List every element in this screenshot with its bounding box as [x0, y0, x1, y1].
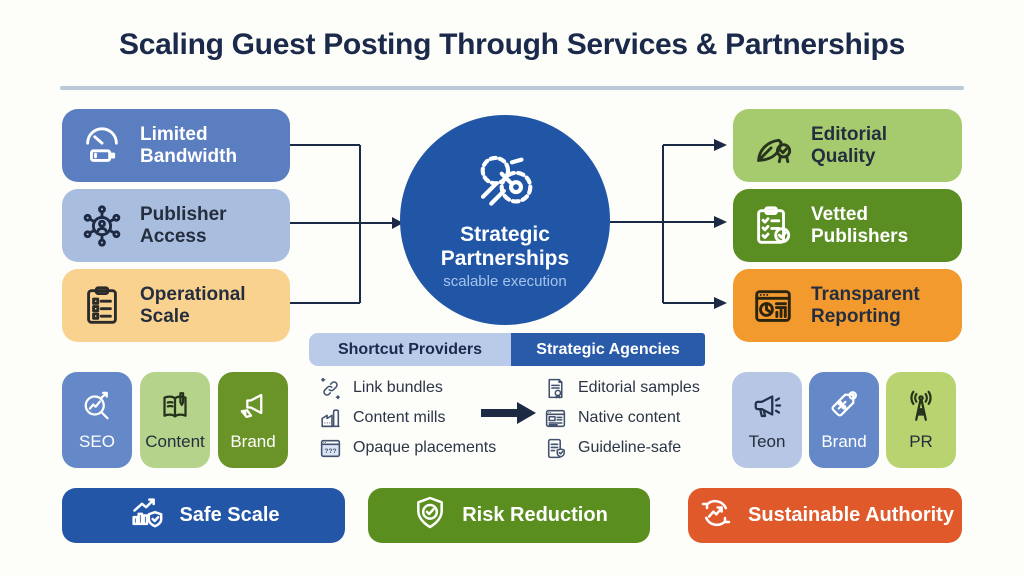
document-seal-icon	[543, 376, 568, 401]
tab-label: Strategic Agencies	[536, 340, 680, 358]
tag-label: PR	[909, 431, 933, 451]
list-item-opaque-placements: ??? Opaque placements	[318, 434, 496, 462]
window-article-icon	[543, 406, 568, 431]
tab-shortcut-providers: Shortcut Providers	[309, 333, 511, 366]
box-transparent-reporting: Transparent Reporting	[733, 269, 962, 342]
title-divider	[60, 86, 964, 90]
growth-shield-icon	[127, 493, 167, 539]
list-item-label: Guideline-safe	[578, 439, 682, 456]
box-label: Operational Scale	[140, 284, 246, 327]
report-dashboard-icon	[747, 283, 799, 329]
list-item-label: Opaque placements	[353, 439, 497, 456]
megaphone-icon	[749, 389, 785, 425]
box-operational-scale: Operational Scale	[62, 269, 290, 342]
list-item-content-mills: Content mills	[318, 404, 445, 432]
tab-strategic-agencies: Strategic Agencies	[511, 333, 705, 366]
tag-brand-left: Brand	[218, 372, 288, 468]
list-item-label: Link bundles	[353, 379, 443, 396]
banner-risk-reduction: Risk Reduction	[368, 488, 650, 543]
radio-tower-icon	[903, 389, 939, 425]
clipboard-checklist-icon	[76, 283, 128, 329]
tag-label: Teon	[748, 431, 786, 451]
list-item-label: Editorial samples	[578, 379, 700, 396]
box-label: Limited Bandwidth	[140, 124, 238, 167]
tag-teon: Teon	[732, 372, 802, 468]
list-item-native-content: Native content	[543, 404, 680, 432]
window-question-icon: ???	[318, 436, 343, 461]
banner-safe-scale: Safe Scale	[62, 488, 345, 543]
cycle-growth-icon	[696, 493, 736, 539]
hub-strategic-partnerships: Strategic Partnerships scalable executio…	[400, 115, 610, 325]
book-pencil-icon	[157, 389, 193, 425]
tag-seo: SEO	[62, 372, 132, 468]
shield-check-icon	[410, 493, 450, 539]
seo-magnifier-icon	[79, 389, 115, 425]
list-item-link-bundles: Link bundles	[318, 374, 443, 402]
tag-label: Brand	[821, 431, 867, 451]
gauge-battery-icon	[76, 123, 128, 169]
pen-award-icon	[747, 123, 799, 169]
box-label: Publisher Access	[140, 204, 227, 247]
box-label: Editorial Quality	[811, 124, 888, 167]
tag-pr: PR	[886, 372, 956, 468]
box-editorial-quality: Editorial Quality	[733, 109, 962, 182]
hub-subtitle: scalable execution	[443, 273, 567, 291]
tag-brand-right: Brand	[809, 372, 879, 468]
box-label: Transparent Reporting	[811, 284, 920, 327]
megaphone-tag-icon	[235, 389, 271, 425]
banner-sustainable-authority: Sustainable Authority	[688, 488, 962, 543]
price-tag-icon	[826, 389, 862, 425]
box-limited-bandwidth: Limited Bandwidth	[62, 109, 290, 182]
clipboard-check-icon	[747, 203, 799, 249]
factory-icon	[318, 406, 343, 431]
page-title: Scaling Guest Posting Through Services &…	[119, 28, 905, 61]
document-shield-icon	[543, 436, 568, 461]
list-item-label: Content mills	[353, 409, 446, 426]
banner-label: Risk Reduction	[462, 504, 608, 526]
handshake-gears-icon	[472, 150, 538, 221]
list-item-label: Native content	[578, 409, 681, 426]
network-nodes-icon	[76, 203, 128, 249]
chain-link-icon	[318, 376, 343, 401]
question-glyph: ???	[324, 448, 336, 455]
tag-content: Content	[140, 372, 210, 468]
tag-label: Content	[145, 431, 205, 451]
box-vetted-publishers: Vetted Publishers	[733, 189, 962, 262]
box-publisher-access: Publisher Access	[62, 189, 290, 262]
banner-label: Sustainable Authority	[748, 504, 954, 526]
tag-label: Brand	[230, 431, 276, 451]
banner-label: Safe Scale	[179, 504, 280, 526]
list-item-editorial-samples: Editorial samples	[543, 374, 700, 402]
box-label: Vetted Publishers	[811, 204, 909, 247]
comparison-arrow-icon	[481, 402, 536, 424]
tab-label: Shortcut Providers	[337, 340, 483, 358]
list-item-guideline-safe: Guideline-safe	[543, 434, 681, 462]
tag-label: SEO	[79, 431, 115, 451]
hub-title: Strategic Partnerships	[440, 222, 570, 270]
